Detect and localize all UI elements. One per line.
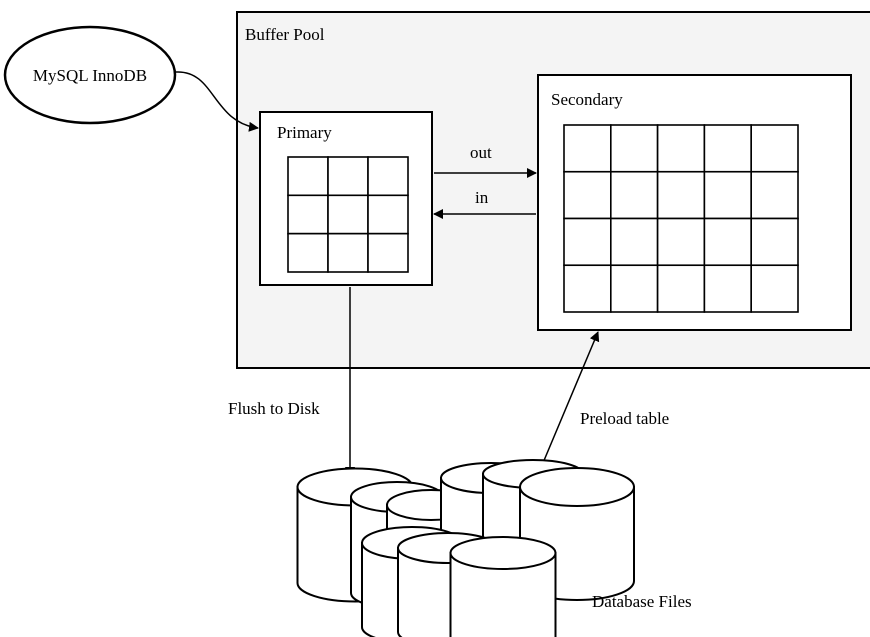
database-files-label: Database Files [592,592,692,611]
mysql-innodb-node [3,25,177,125]
primary-grid-cell [287,156,329,197]
cylinder-top [519,467,635,507]
primary-grid-cell [287,194,329,235]
secondary-grid-cell [656,217,706,267]
mysql-innodb-label: MySQL InnoDB [33,66,147,85]
secondary-grid-cell [750,124,799,173]
preload-label: Preload table [580,409,669,428]
out-label: out [470,143,492,162]
primary-grid-cell [367,194,409,235]
secondary-grid-cell [609,170,659,220]
secondary-grid-cell [609,264,659,313]
secondary-grid [563,124,799,313]
secondary-grid-cell [703,170,753,220]
secondary-grid-cell [656,170,706,220]
secondary-grid-cell [609,217,659,267]
primary-grid-cell [367,232,409,273]
secondary-grid-cell [750,170,799,220]
in-label: in [475,188,489,207]
secondary-grid-cell [563,124,612,173]
client-to-primary-arrow [175,71,259,132]
secondary-grid-cell [703,264,753,313]
secondary-grid-cell [703,124,753,173]
primary-grid-cell [327,194,369,235]
primary-grid-cell [287,232,329,273]
buffer-pool-label: Buffer Pool [245,25,325,44]
primary-grid [287,156,409,273]
cylinder-body [449,552,557,637]
cylinder-top [449,536,557,570]
secondary-label: Secondary [551,90,623,109]
database-files-cylinders [296,459,635,637]
secondary-grid-cell [656,264,706,313]
primary-grid-cell [327,156,369,197]
secondary-grid-cell [656,124,706,173]
primary-grid-cell [327,232,369,273]
secondary-grid-cell [563,264,612,313]
secondary-grid-cell [750,264,799,313]
primary-label: Primary [277,123,332,142]
secondary-grid-cell [750,217,799,267]
secondary-grid-cell [563,217,612,267]
flush-label: Flush to Disk [228,399,320,418]
secondary-grid-cell [563,170,612,220]
database-cylinder [449,536,557,637]
primary-grid-cell [367,156,409,197]
secondary-grid-cell [703,217,753,267]
preload-arrow [539,331,600,471]
secondary-grid-cell [609,124,659,173]
